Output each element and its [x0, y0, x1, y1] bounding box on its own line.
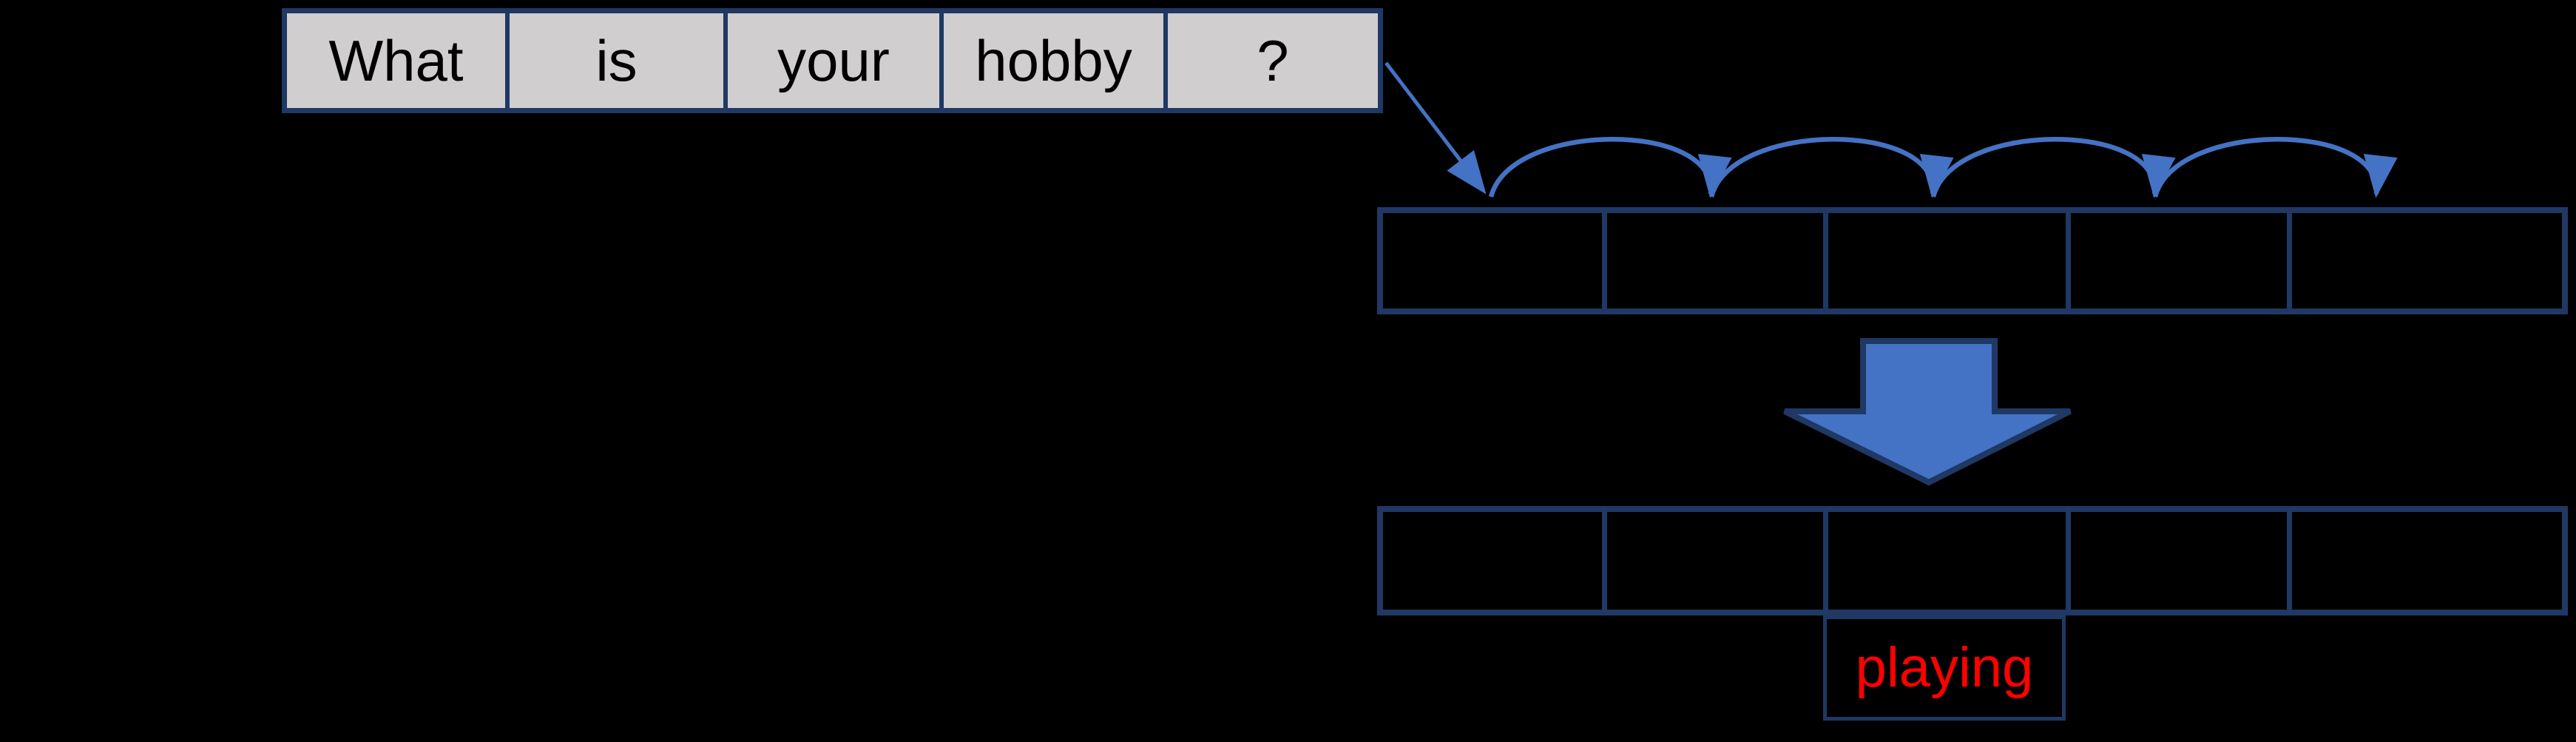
output-cell-1 [1383, 512, 1602, 610]
state-cell-1 [1383, 213, 1602, 308]
token-cell-hobby: hobby [939, 13, 1163, 108]
output-row [1377, 506, 2568, 615]
output-cell-5 [2287, 512, 2562, 610]
feed-arrow-icon [1385, 61, 1487, 195]
input-sentence-row: What is your hobby ? [282, 8, 1383, 113]
token-cell-what: What [287, 13, 505, 108]
token-label: hobby [975, 28, 1132, 93]
state-row [1377, 207, 2568, 314]
state-cell-5 [2287, 213, 2562, 308]
token-cell-is: is [505, 13, 723, 108]
hop-arc-icon-1 [1488, 137, 1732, 198]
state-cell-3 [1823, 213, 2066, 308]
state-cell-4 [2066, 213, 2287, 308]
hop-arc-icon-3 [1930, 137, 2176, 198]
token-label: your [777, 28, 890, 93]
token-label: is [595, 28, 638, 93]
state-cell-2 [1602, 213, 1823, 308]
output-cell-3 [1823, 512, 2066, 610]
prediction-box: playing [1823, 615, 2066, 721]
output-cell-2 [1602, 512, 1823, 610]
hop-arc-icon-4 [2152, 137, 2398, 198]
token-cell-your: your [723, 13, 939, 108]
hop-arc-icon-2 [1708, 137, 1954, 198]
token-label: ? [1257, 28, 1289, 93]
token-label: What [328, 28, 464, 93]
prediction-label: playing [1855, 636, 2034, 699]
token-cell-question-mark: ? [1163, 13, 1378, 108]
output-cell-4 [2066, 512, 2287, 610]
down-arrow-icon [1783, 338, 2072, 486]
